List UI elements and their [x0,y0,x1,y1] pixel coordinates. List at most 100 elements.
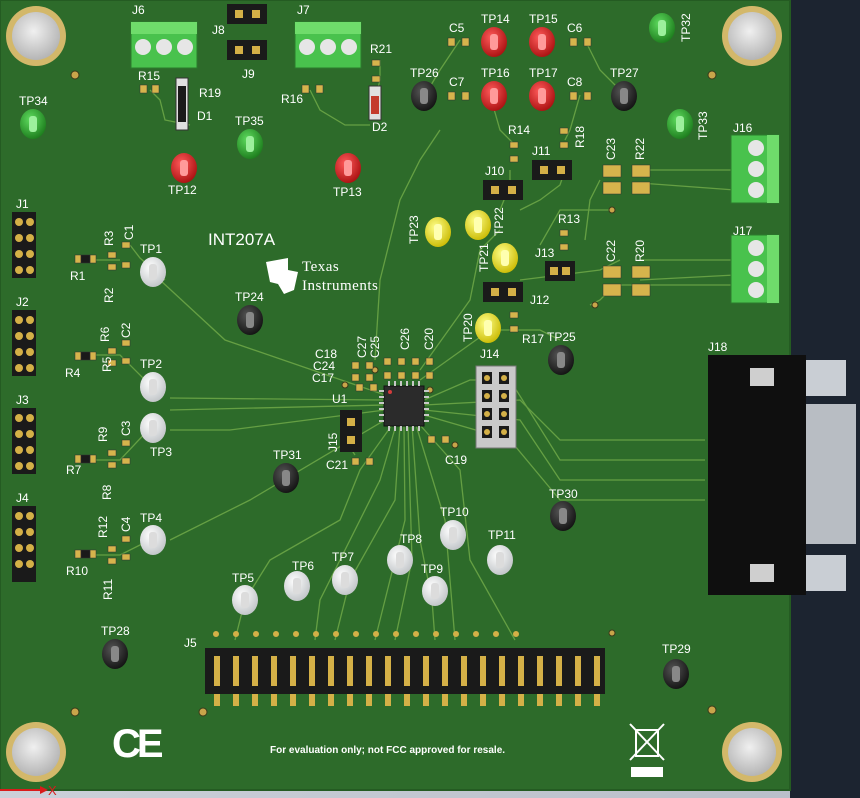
label-TP23: TP23 [407,215,421,244]
label-J6: J6 [132,3,145,17]
mounting-holes [6,6,782,782]
label-R15: R15 [138,69,161,83]
label-R16: R16 [281,92,304,106]
label-R5: R5 [100,356,114,372]
label-R2: R2 [102,287,116,303]
label-TP4: TP4 [140,511,163,525]
label-TP32: TP32 [679,13,693,42]
weee-symbol [629,723,665,777]
label-R20: R20 [633,239,647,262]
large-smd-parts [602,164,651,297]
label-R19: R19 [199,86,222,100]
board-title: INT207A [208,230,276,249]
label-TP1: TP1 [140,242,163,256]
label-U1: U1 [332,392,348,406]
label-R13: R13 [558,212,581,226]
label-J9: J9 [242,67,255,81]
label-TP10: TP10 [440,505,469,519]
label-J1: J1 [16,197,29,211]
label-C3: C3 [119,420,133,436]
label-R17: R17 [522,332,545,346]
label-TP16: TP16 [481,66,510,80]
label-TP35: TP35 [235,114,264,128]
label-J17: J17 [733,224,753,238]
label-C17: C17 [312,371,335,385]
label-J2: J2 [16,295,29,309]
label-C1: C1 [122,224,136,240]
label-C2: C2 [119,322,133,338]
label-TP21: TP21 [477,243,491,272]
label-C20: C20 [422,327,436,350]
label-C19: C19 [445,453,468,467]
manufacturer-logo: Texas Instruments [262,256,432,298]
label-J4: J4 [16,491,29,505]
label-TP6: TP6 [292,559,315,573]
db9-connector-j18 [708,355,856,595]
label-R7: R7 [66,463,82,477]
label-J18: J18 [708,340,728,354]
manufacturer-name-line2: Instruments [302,278,379,294]
ic-u1 [379,381,429,431]
label-TP17: TP17 [529,66,558,80]
label-J11: J11 [532,144,551,158]
test-points [20,13,693,689]
label-R21: R21 [370,42,393,56]
label-TP12: TP12 [168,183,197,197]
label-TP34: TP34 [19,94,48,108]
label-TP15: TP15 [529,12,558,26]
label-J8: J8 [212,23,225,37]
label-R14: R14 [508,123,531,137]
label-TP28: TP28 [101,624,130,638]
label-R18: R18 [573,125,587,148]
label-R10: R10 [66,564,89,578]
smd-passives [74,37,592,565]
header-j14 [475,365,517,449]
label-C7: C7 [449,75,465,89]
label-C18: C18 [315,347,338,361]
label-TP13: TP13 [333,185,362,199]
label-TP25: TP25 [547,330,576,344]
label-TP8: TP8 [400,532,423,546]
label-J5: J5 [184,636,197,650]
label-TP9: TP9 [421,562,444,576]
pin-headers-left [12,212,36,582]
label-J15: J15 [326,432,340,452]
footer-note: For evaluation only; not FCC approved fo… [270,745,506,756]
diodes [175,77,382,131]
label-R22: R22 [633,137,647,160]
label-R1: R1 [70,269,86,283]
label-R12: R12 [96,515,110,538]
label-J7: J7 [297,3,310,17]
label-J14: J14 [480,347,500,361]
label-C5: C5 [449,21,465,35]
label-C23: C23 [604,137,618,160]
label-TP33: TP33 [696,111,710,140]
label-J13: J13 [535,246,555,260]
label-TP2: TP2 [140,357,163,371]
manufacturer-name-line1: Texas [302,259,340,275]
label-R3: R3 [102,230,116,246]
label-C8: C8 [567,75,583,89]
ti-logo-mark [266,258,298,294]
label-C6: C6 [567,21,583,35]
label-TP14: TP14 [481,12,510,26]
label-TP5: TP5 [232,571,255,585]
label-TP11: TP11 [488,528,516,542]
terminal-blocks-top [130,21,362,69]
label-C27: C27 [355,335,369,358]
label-TP31: TP31 [273,448,302,462]
label-TP27: TP27 [610,66,639,80]
label-TP20: TP20 [461,313,475,342]
label-R4: R4 [65,366,81,380]
label-C4: C4 [119,516,133,532]
label-TP26: TP26 [410,66,439,80]
label-D1: D1 [197,109,213,123]
label-R11: R11 [101,578,115,600]
jumpers [227,4,575,452]
label-J16: J16 [733,121,753,135]
label-R6: R6 [98,326,112,342]
label-D2: D2 [372,120,388,134]
label-C21: C21 [326,458,349,472]
label-C24: C24 [313,359,336,373]
